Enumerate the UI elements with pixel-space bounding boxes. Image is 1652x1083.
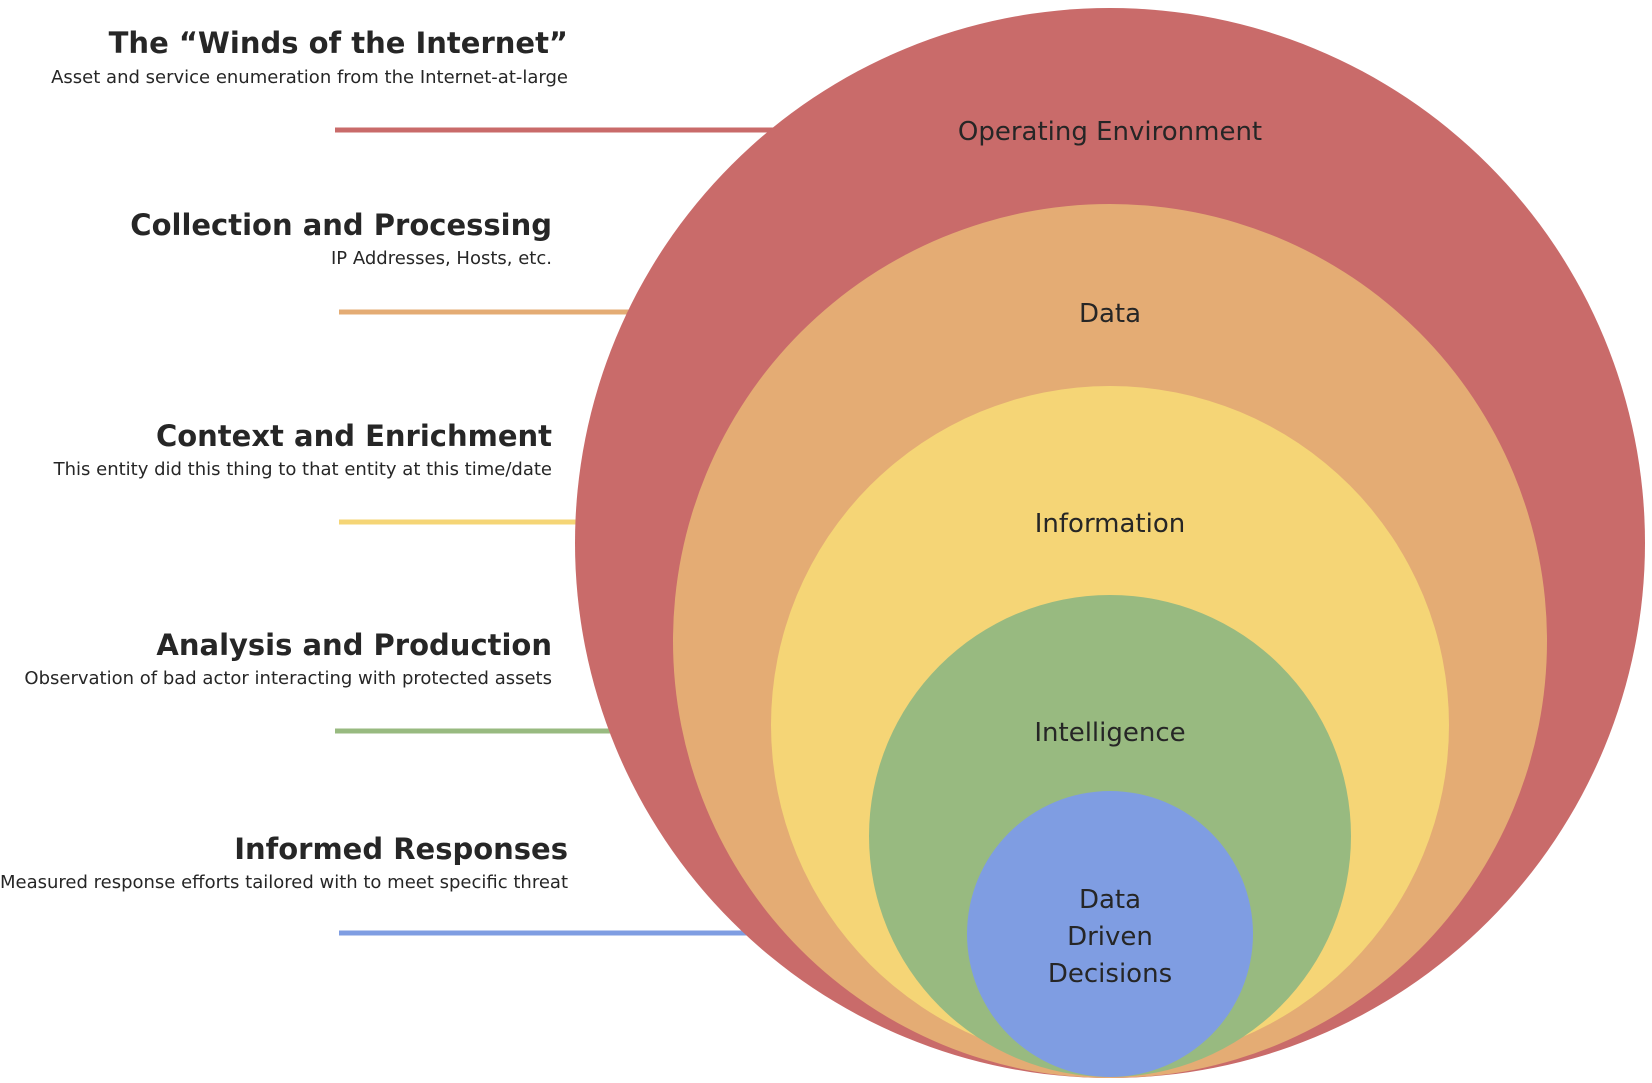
ring-data-driven-decisions (967, 791, 1253, 1077)
stage-subtitle-analysis-production: Observation of bad actor interacting wit… (24, 668, 552, 689)
ring-label-intelligence: Intelligence (1034, 718, 1185, 748)
ring-label-information: Information (1035, 509, 1186, 539)
stage-subtitle-winds-of-internet: Asset and service enumeration from the I… (51, 67, 568, 88)
stage-title-context-enrichment: Context and Enrichment (156, 419, 552, 453)
stage-subtitle-informed-responses: Measured response efforts tailored with … (0, 872, 568, 893)
stage-title-winds-of-internet: The “Winds of the Internet” (109, 26, 568, 60)
ring-label-operating-environment: Operating Environment (958, 117, 1262, 147)
stage-title-informed-responses: Informed Responses (234, 832, 568, 866)
ring-label-decisions-line-2: Driven (1067, 922, 1153, 952)
ring-label-decisions-line-1: Data (1079, 885, 1141, 915)
stage-subtitle-context-enrichment: This entity did this thing to that entit… (53, 459, 552, 480)
stage-title-collection-processing: Collection and Processing (130, 208, 552, 242)
ring-label-decisions-line-3: Decisions (1048, 959, 1172, 989)
stage-title-analysis-production: Analysis and Production (156, 628, 552, 662)
ring-label-data: Data (1079, 299, 1141, 329)
stage-subtitle-collection-processing: IP Addresses, Hosts, etc. (331, 248, 552, 269)
